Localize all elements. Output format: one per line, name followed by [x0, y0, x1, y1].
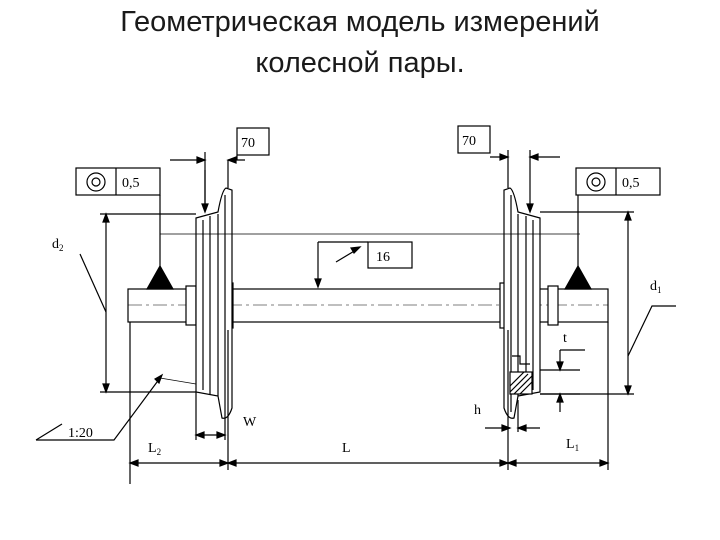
runout-left-value: 0,5 — [122, 176, 140, 191]
roughness-arrow-icon — [335, 246, 362, 263]
dimension-W — [194, 392, 227, 440]
tolerance-frame-right — [457, 125, 560, 214]
L2-label: L2 — [148, 441, 161, 457]
left-wheel — [195, 187, 233, 419]
tolerance-frame-left — [170, 127, 270, 214]
tolerance-left-value: 70 — [241, 136, 255, 151]
runout-symbol-icon — [586, 172, 606, 192]
title-line-1: Геометрическая модель измерений — [120, 6, 600, 38]
dimension-t — [540, 349, 585, 412]
runout-symbol-icon — [86, 172, 106, 192]
W-label: W — [243, 415, 257, 430]
diameter-d2 — [79, 212, 580, 394]
dimension-L — [128, 322, 610, 484]
runout-frame-right — [575, 167, 661, 266]
t-label: t — [563, 331, 567, 346]
runout-frame-left — [75, 167, 161, 266]
L-label: L — [342, 441, 351, 456]
title-line-2: колесной пары. — [255, 47, 465, 79]
tolerance-right-value: 70 — [462, 134, 476, 149]
page-title: Геометрическая модель измерений колесной… — [0, 2, 720, 84]
support-triangle-icon — [563, 264, 593, 290]
L1-label: L1 — [566, 437, 579, 453]
d1-label: d1 — [650, 279, 662, 295]
taper-label: 1:20 — [68, 426, 93, 441]
runout-right-value: 0,5 — [622, 176, 640, 191]
h-label: h — [474, 403, 481, 418]
taper-callout — [35, 373, 197, 441]
d2-label: d2 — [52, 237, 64, 253]
right-wheel — [503, 187, 541, 419]
support-triangle-icon — [145, 264, 175, 290]
roughness-frame — [314, 241, 413, 289]
roughness-value: 16 — [376, 250, 390, 265]
dimension-h — [485, 400, 540, 432]
